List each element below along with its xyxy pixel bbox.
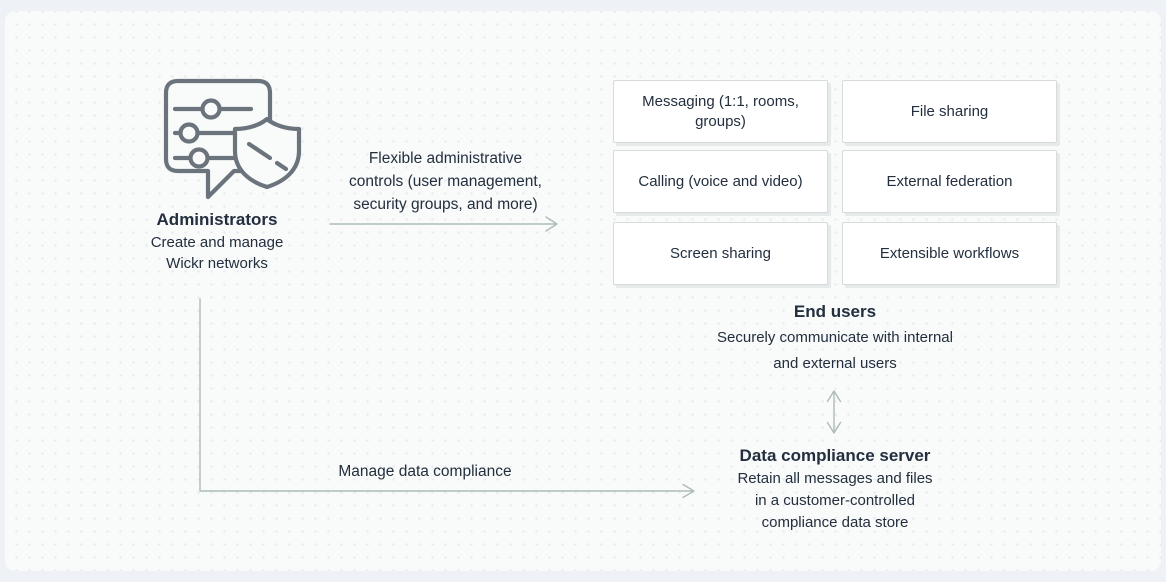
shield-icon bbox=[232, 116, 302, 190]
slider-knob-1 bbox=[200, 98, 222, 120]
end-users-title: End users bbox=[793, 302, 877, 321]
users-compliance-arrowhead-up-icon bbox=[826, 390, 842, 403]
flow-label-line-1: Flexible administrative bbox=[368, 150, 523, 167]
end-users-subtitle-line-2: and external users bbox=[773, 355, 897, 372]
admin-to-features-flow-label: Flexible administrative controls (user m… bbox=[323, 147, 568, 216]
administrators-subtitle: Create and manage Wickr networks bbox=[117, 232, 317, 274]
feature-box-messaging: Messaging (1:1, rooms, groups) bbox=[613, 80, 828, 143]
slider-knob-2 bbox=[178, 122, 200, 144]
flow-label-line-2: controls (user management, bbox=[349, 173, 542, 190]
administrators-title: Administrators bbox=[156, 210, 278, 229]
administrators-subtitle-line-1: Create and manage bbox=[150, 234, 284, 251]
flow-label-line-3: security groups, and more) bbox=[353, 196, 538, 213]
diagram-canvas: Administrators Create and manage Wickr n… bbox=[5, 11, 1161, 571]
administrators-subtitle-line-2: Wickr networks bbox=[166, 255, 268, 272]
compliance-subtitle-line-1: Retain all messages and files bbox=[737, 470, 933, 487]
users-compliance-arrowhead-down-icon bbox=[826, 421, 842, 434]
end-users-subtitle: Securely communicate with internal and e… bbox=[655, 325, 1015, 377]
administrators-icon bbox=[163, 78, 302, 200]
compliance-subtitle-line-2: in a customer-controlled bbox=[754, 492, 916, 509]
compliance-subtitle-line-3: compliance data store bbox=[761, 514, 909, 531]
compliance-server-subtitle: Retain all messages and files in a custo… bbox=[685, 468, 985, 534]
slider-knob-3 bbox=[188, 147, 210, 169]
end-users-subtitle-line-1: Securely communicate with internal bbox=[717, 329, 953, 346]
feature-box-external-federation: External federation bbox=[842, 150, 1057, 213]
admin-to-compliance-flow-label: Manage data compliance bbox=[338, 463, 512, 480]
feature-box-file-sharing: File sharing bbox=[842, 80, 1057, 143]
feature-box-screen-sharing: Screen sharing bbox=[613, 222, 828, 285]
shield-slash-icon bbox=[246, 141, 289, 172]
feature-box-extensible-workflows: Extensible workflows bbox=[842, 222, 1057, 285]
feature-box-calling: Calling (voice and video) bbox=[613, 150, 828, 213]
compliance-server-title: Data compliance server bbox=[739, 446, 931, 465]
admin-to-features-arrowhead-icon bbox=[545, 216, 558, 232]
